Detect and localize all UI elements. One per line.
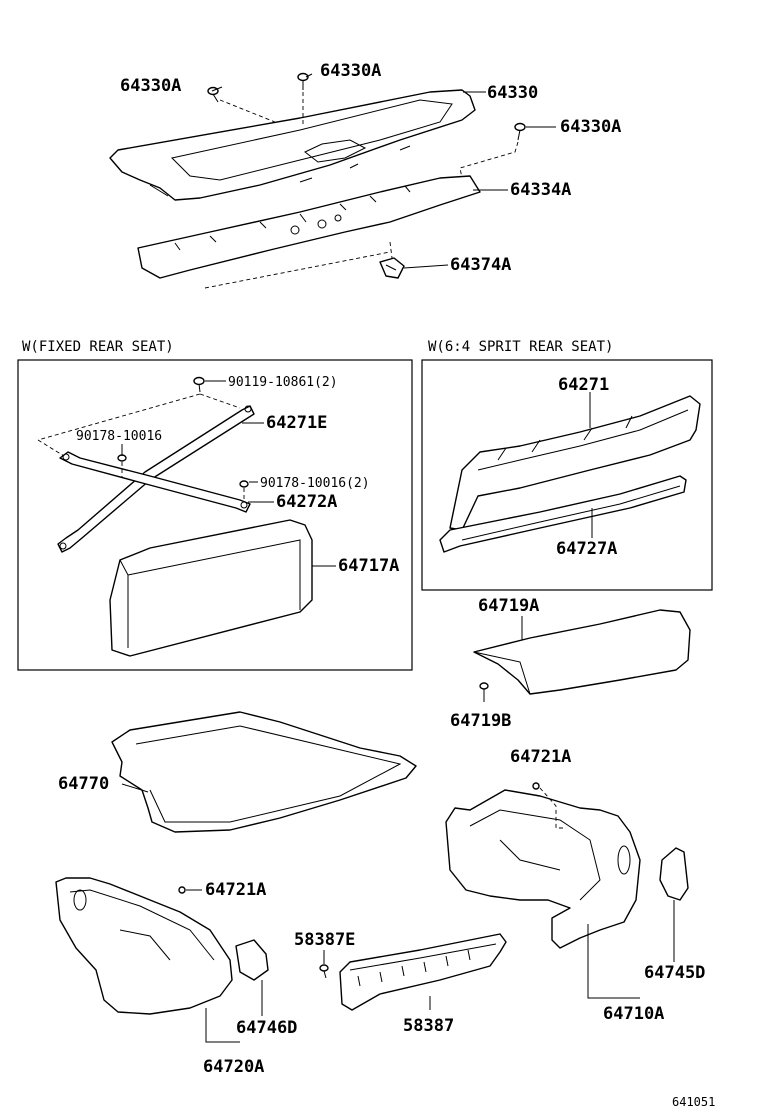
section-title-split-rear-seat: W(6:4 SPRIT REAR SEAT) xyxy=(428,339,613,355)
cover-64719A xyxy=(473,609,691,695)
bolt-90119-10861 xyxy=(193,376,205,393)
label-64721A-left: 64721A xyxy=(205,880,266,900)
label-90178-10016-b: 90178-10016(2) xyxy=(260,476,370,491)
seal-64745D xyxy=(659,847,689,901)
label-58387E: 58387E xyxy=(294,930,355,950)
label-64710A: 64710A xyxy=(603,1004,664,1024)
label-64719B: 64719B xyxy=(450,711,511,731)
brace-64271E xyxy=(57,405,255,553)
seal-64746D xyxy=(235,939,269,981)
bracket-64374A xyxy=(379,257,405,279)
trunk-mat-64770 xyxy=(111,711,417,833)
section-title-fixed-rear-seat: W(FIXED REAR SEAT) xyxy=(22,339,174,355)
label-64770: 64770 xyxy=(58,774,109,794)
clip-64719B xyxy=(479,682,489,702)
scuff-plate-58387 xyxy=(339,933,507,1011)
clip-64330A-right xyxy=(514,122,526,141)
package-tray-pad-64334A xyxy=(137,175,481,279)
label-64746D: 64746D xyxy=(236,1018,297,1038)
nut-90178-10016-b xyxy=(239,480,249,488)
section-box-fixed-rear-seat xyxy=(17,359,413,671)
label-64720A: 64720A xyxy=(203,1057,264,1077)
clip-64721A-left xyxy=(178,886,186,894)
label-64330A-right: 64330A xyxy=(560,117,621,137)
label-90178-10016-a: 90178-10016 xyxy=(76,429,162,444)
label-64727A: 64727A xyxy=(556,539,617,559)
rear-seat-back-panel-64271 xyxy=(449,395,701,531)
side-trim-right-64710A xyxy=(445,789,641,949)
label-64330A-top: 64330A xyxy=(320,61,381,81)
clip-58387E xyxy=(319,964,329,979)
figure-code: 641051 xyxy=(672,1095,715,1109)
label-64334A: 64334A xyxy=(510,180,571,200)
label-64745D: 64745D xyxy=(644,963,705,983)
label-64330: 64330 xyxy=(487,83,538,103)
clip-64330A-top xyxy=(297,72,309,90)
package-tray-trim-64330 xyxy=(109,89,476,201)
label-64717A: 64717A xyxy=(338,556,399,576)
label-58387: 58387 xyxy=(403,1016,454,1036)
section-box-split-rear-seat xyxy=(421,359,713,591)
label-64272A: 64272A xyxy=(276,492,337,512)
side-trim-left-64720A xyxy=(55,877,233,1015)
reinforcement-64727A xyxy=(439,475,687,553)
label-64374A: 64374A xyxy=(450,255,511,275)
label-90119-10861: 90119-10861(2) xyxy=(228,375,338,390)
label-64719A: 64719A xyxy=(478,596,539,616)
label-64330A-left: 64330A xyxy=(120,76,181,96)
clip-64721A-right xyxy=(532,782,540,790)
board-64717A xyxy=(109,519,313,657)
label-64721A-right: 64721A xyxy=(510,747,571,767)
label-64271E: 64271E xyxy=(266,413,327,433)
label-64271: 64271 xyxy=(558,375,609,395)
